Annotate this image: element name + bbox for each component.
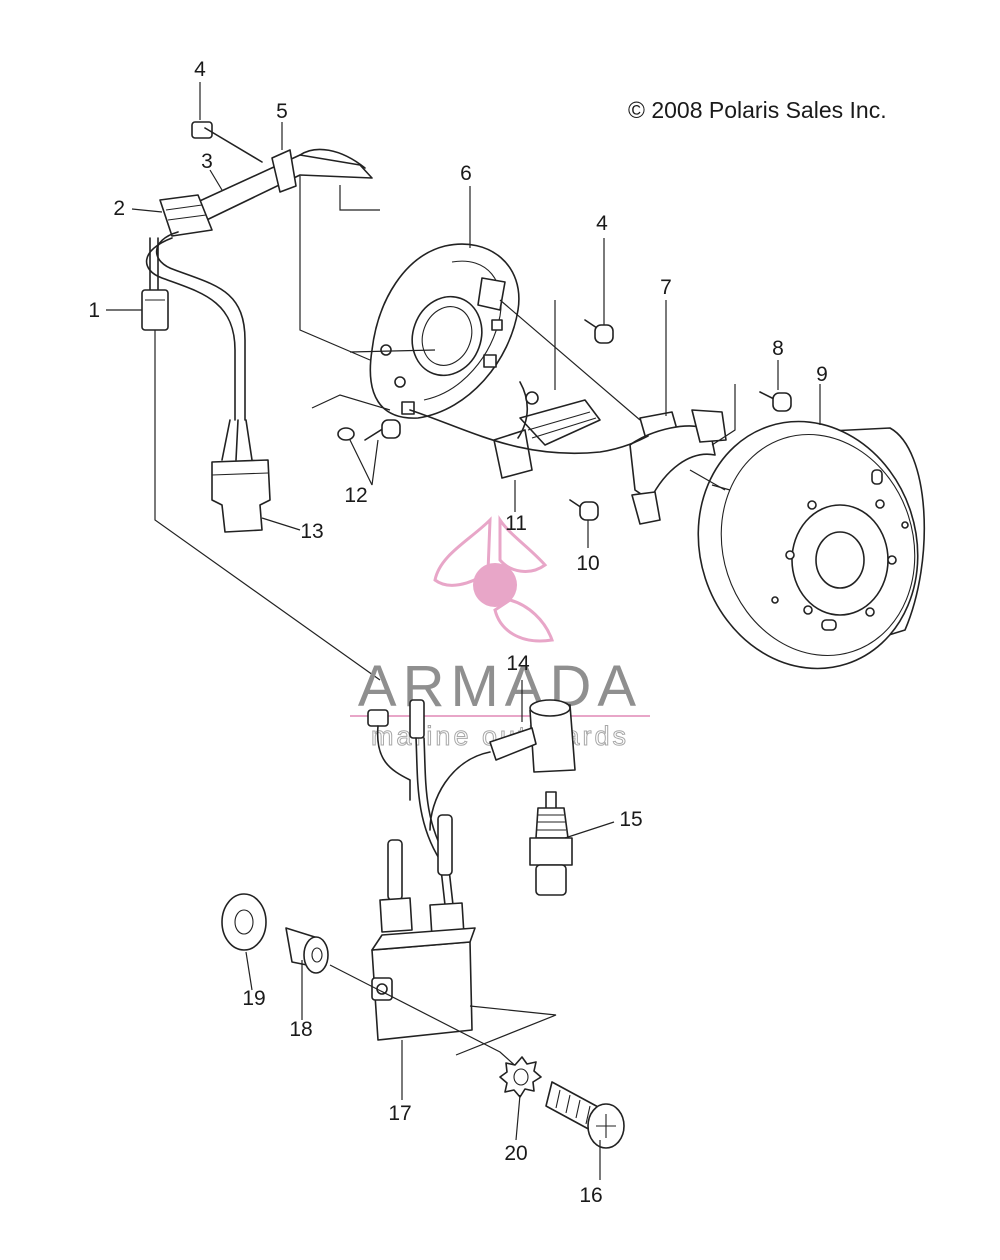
leader-clamp	[339, 185, 380, 211]
bolt-4-top-part	[191, 121, 263, 163]
bolt-4-mid-part	[584, 319, 614, 344]
star-washer-20-part	[499, 1056, 542, 1098]
callout-2: 2	[113, 197, 125, 220]
bolt-8-part	[759, 391, 792, 412]
charging-coil-part	[629, 409, 727, 525]
callout-4-mid: 4	[596, 212, 608, 235]
bushing-18-part	[285, 927, 329, 974]
callout-3: 3	[201, 150, 213, 173]
washer-19-part	[221, 893, 267, 951]
pickup-coil-part	[493, 399, 601, 479]
callout-8: 8	[772, 337, 784, 360]
leader-module-right	[455, 1005, 557, 1056]
callout-6: 6	[460, 162, 472, 185]
callout-5: 5	[276, 100, 288, 123]
callout-12: 12	[344, 484, 367, 507]
leader-bracket-12	[311, 394, 391, 411]
callout-15: 15	[619, 808, 642, 831]
armada-watermark: ARMADA marine outboards	[350, 515, 650, 752]
bolt-12-part	[337, 419, 401, 441]
callout-10: 10	[576, 552, 599, 575]
propeller-hub	[473, 563, 517, 607]
callout-leaders	[106, 82, 821, 1180]
leader-stator-coil	[499, 299, 641, 421]
callout-13: 13	[300, 520, 323, 543]
ignition-wires-part	[367, 699, 465, 938]
callout-9: 9	[816, 363, 828, 386]
callout-7: 7	[660, 276, 672, 299]
callout-19: 19	[242, 987, 265, 1010]
leader-connector	[154, 330, 381, 681]
wire-harness-part	[141, 148, 373, 533]
flywheel-part	[697, 420, 926, 670]
spark-plug-cap-part	[429, 699, 576, 831]
bolt-10-part	[569, 499, 599, 521]
bolt-16-part	[545, 1081, 625, 1149]
callout-1: 1	[88, 299, 100, 322]
stator-lead	[517, 381, 529, 439]
callout-16: 16	[579, 1184, 602, 1207]
stator-plate-part	[369, 243, 520, 419]
callout-20: 20	[504, 1142, 527, 1165]
leader-flywheel	[689, 469, 726, 491]
leader-harness-stator	[299, 176, 371, 361]
watermark-brand: ARMADA	[358, 654, 642, 719]
copyright-text: © 2008 Polaris Sales Inc.	[628, 97, 887, 123]
callout-14: 14	[506, 652, 530, 675]
leader-bolt-8	[711, 384, 736, 446]
callout-11: 11	[505, 512, 527, 535]
callout-18: 18	[289, 1018, 312, 1041]
cdi-module-part	[371, 927, 476, 1041]
leader-12	[349, 439, 379, 486]
callout-4-top: 4	[194, 58, 206, 81]
grommet	[525, 391, 539, 405]
leader-stator-left	[349, 349, 436, 353]
callout-17: 17	[388, 1102, 411, 1125]
stator-wire	[409, 409, 649, 455]
spark-plug-part	[529, 791, 573, 896]
callout-labels: 1 2 3 4 4 5 6 7 8 9 10 11 12 13 14 15 16…	[88, 58, 828, 1207]
